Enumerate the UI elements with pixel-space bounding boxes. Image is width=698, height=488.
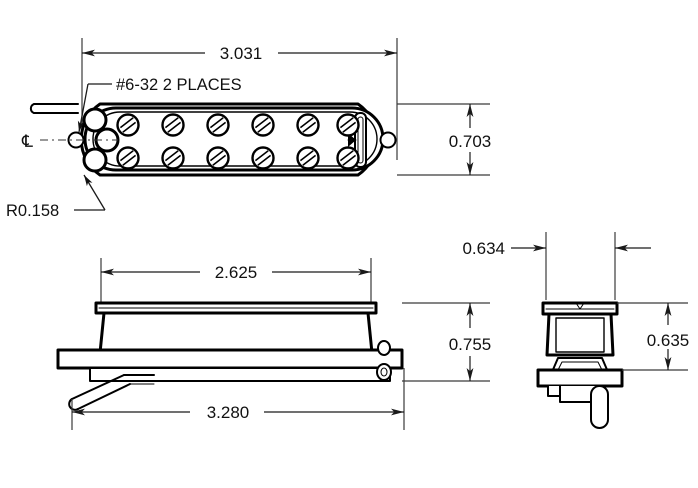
cover-rim-side bbox=[541, 301, 619, 316]
note-radius: R0.158 bbox=[6, 202, 59, 220]
dim-text-baseplate-width: 3.280 bbox=[207, 403, 250, 422]
cover-body-front bbox=[98, 311, 374, 355]
baseplate-front bbox=[56, 348, 404, 370]
note-thread: #6-32 2 PLACES bbox=[116, 76, 242, 94]
dim-text-front-height: 0.755 bbox=[449, 335, 492, 354]
dim-text-body-width: 2.625 bbox=[215, 263, 258, 282]
top-view: 3.031 bbox=[6, 38, 491, 220]
bobbin-outline-side bbox=[555, 317, 605, 353]
mounting-hardware-side bbox=[547, 385, 609, 429]
dim-text-side-width: 0.634 bbox=[462, 239, 505, 258]
mounting-screw-front bbox=[376, 340, 392, 381]
dim-text-top-height: 0.703 bbox=[449, 132, 492, 151]
baseplate-underside-front bbox=[89, 367, 391, 382]
centerline-symbol: ℄ bbox=[21, 132, 33, 151]
mounting-hole-right bbox=[379, 131, 397, 149]
front-view: 2.625 bbox=[56, 258, 492, 430]
lead-wire-top bbox=[29, 103, 79, 114]
baseplate-side bbox=[536, 368, 624, 388]
dim-text-top-width: 3.031 bbox=[220, 44, 263, 63]
cover-body-side bbox=[545, 312, 615, 357]
leader-radius-note bbox=[83, 174, 106, 211]
leader-thread-note bbox=[77, 83, 89, 133]
adjust-screw-side bbox=[590, 385, 609, 429]
side-view: 0.634 bbox=[462, 232, 690, 429]
dim-text-side-height: 0.635 bbox=[647, 331, 690, 350]
